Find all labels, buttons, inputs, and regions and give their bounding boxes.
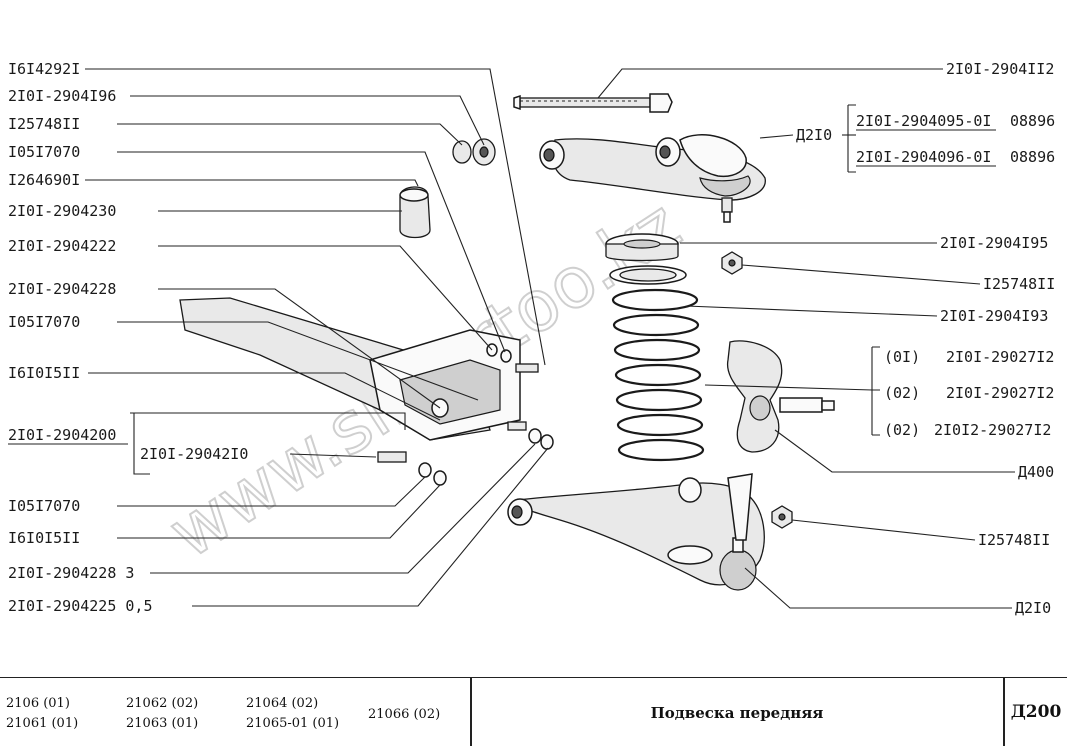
callout-label: 2I0I-2904I93 xyxy=(940,307,1048,325)
callout-label: 2I0I-2904095-0I xyxy=(856,112,991,130)
callout-label: 08896 xyxy=(1010,148,1055,166)
steering-knuckle xyxy=(726,340,835,453)
long-bolt xyxy=(513,93,673,113)
callout-label: (02) xyxy=(884,421,920,439)
upper-spring-seat xyxy=(605,233,679,262)
callout-label: 2I0I-2904228 3 xyxy=(8,564,134,582)
leader-lines xyxy=(85,68,1015,609)
callout-label: 08896 xyxy=(1010,112,1055,130)
callout-label: Д400 xyxy=(1018,463,1054,481)
callout-label: I25748II xyxy=(978,531,1050,549)
model-code: 2106 (01) xyxy=(6,696,70,711)
callout-label: 2I0I-2904I95 xyxy=(940,234,1048,252)
model-code: 21064 (02) xyxy=(246,696,319,711)
coil-spring xyxy=(611,288,705,462)
callout-label: I6I0I5II xyxy=(8,529,80,547)
callout-label: I25748II xyxy=(8,115,80,133)
model-code: 21062 (02) xyxy=(126,696,199,711)
right-labels: 2I0I-2904II2 Д2I0 2I0I-2904095-0I 08896 … xyxy=(796,60,1055,617)
callout-label: I6I4292I xyxy=(8,60,80,78)
exploded-diagram: www.silnortoo.kz xyxy=(8,60,1055,617)
left-labels: I6I4292I 2I0I-2904I96 I25748II I05I7070 … xyxy=(8,60,248,615)
page-title: Подвеска передняя xyxy=(650,704,824,722)
model-code: 21063 (01) xyxy=(126,716,199,731)
callout-label: I264690I xyxy=(8,171,80,189)
callout-label: (02) xyxy=(884,384,920,402)
nut-lower xyxy=(771,505,793,529)
model-code: 21061 (01) xyxy=(6,716,79,731)
callout-label: 2I0I-2904222 xyxy=(8,237,116,255)
bushing-pair xyxy=(452,138,496,166)
callout-label: 2I0I-2904225 0,5 xyxy=(8,597,153,615)
callout-label: 2I0I-2904200 xyxy=(8,426,116,444)
model-code: 21065-01 (01) xyxy=(246,716,340,731)
lower-control-arm xyxy=(507,473,765,591)
spring-gasket xyxy=(609,265,687,285)
callout-label: I05I7070 xyxy=(8,497,80,515)
callout-label: 2I0I-2904096-0I xyxy=(856,148,991,166)
bump-stop xyxy=(399,186,431,239)
callout-label: I05I7070 xyxy=(8,143,80,161)
callout-label: Д2I0 xyxy=(796,126,832,144)
cross-member-bracket xyxy=(179,297,521,441)
nut-upper xyxy=(721,251,743,275)
callout-label: 2I0I-2904II2 xyxy=(946,60,1054,78)
callout-label: 2I0I-29027I2 xyxy=(946,348,1054,366)
callout-label: I6I0I5II xyxy=(8,364,80,382)
callout-label: 2I0I-2904228 xyxy=(8,280,116,298)
callout-label: 2I0I-2904I96 xyxy=(8,87,116,105)
page-code: Д200 xyxy=(1010,702,1062,722)
upper-control-arm xyxy=(539,134,766,223)
callout-label: 2I0I-29042I0 xyxy=(140,445,248,463)
model-code: 21066 (02) xyxy=(368,707,441,722)
callout-label: 2I0I2-29027I2 xyxy=(934,421,1051,439)
callout-label: 2I0I-2904230 xyxy=(8,202,116,220)
divider xyxy=(1003,678,1005,746)
callout-label: 2I0I-29027I2 xyxy=(946,384,1054,402)
callout-label: I05I7070 xyxy=(8,313,80,331)
callout-label: (0I) xyxy=(884,348,920,366)
divider xyxy=(470,678,472,746)
callout-label: I25748II xyxy=(983,275,1055,293)
callout-label: Д2I0 xyxy=(1015,599,1051,617)
title-block: 2106 (01) 21061 (01) 21062 (02) 21063 (0… xyxy=(0,677,1067,746)
